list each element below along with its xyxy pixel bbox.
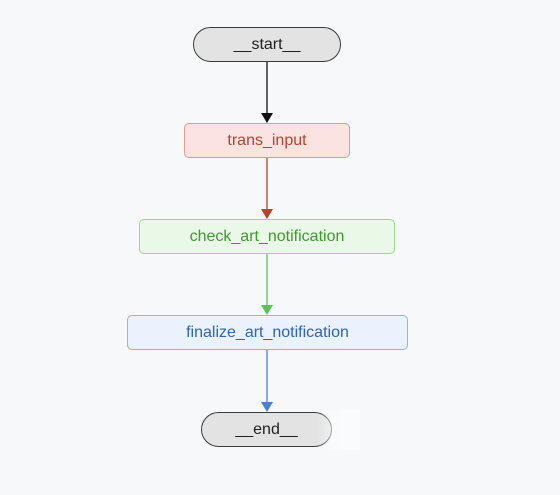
- node-finalize-art-notification[interactable]: finalize_art_notification: [127, 315, 408, 350]
- fade-overlay: [318, 410, 360, 450]
- node-end[interactable]: __end__: [201, 412, 332, 447]
- edge-trans-check-arrow: [261, 209, 273, 219]
- edge-start-trans-arrow: [261, 113, 273, 123]
- edge-final-end-arrow: [261, 402, 273, 412]
- node-start[interactable]: __start__: [193, 27, 341, 62]
- edge-check-final-arrow: [261, 305, 273, 315]
- node-check-art-notification[interactable]: check_art_notification: [139, 219, 395, 254]
- node-trans-input[interactable]: trans_input: [184, 123, 350, 158]
